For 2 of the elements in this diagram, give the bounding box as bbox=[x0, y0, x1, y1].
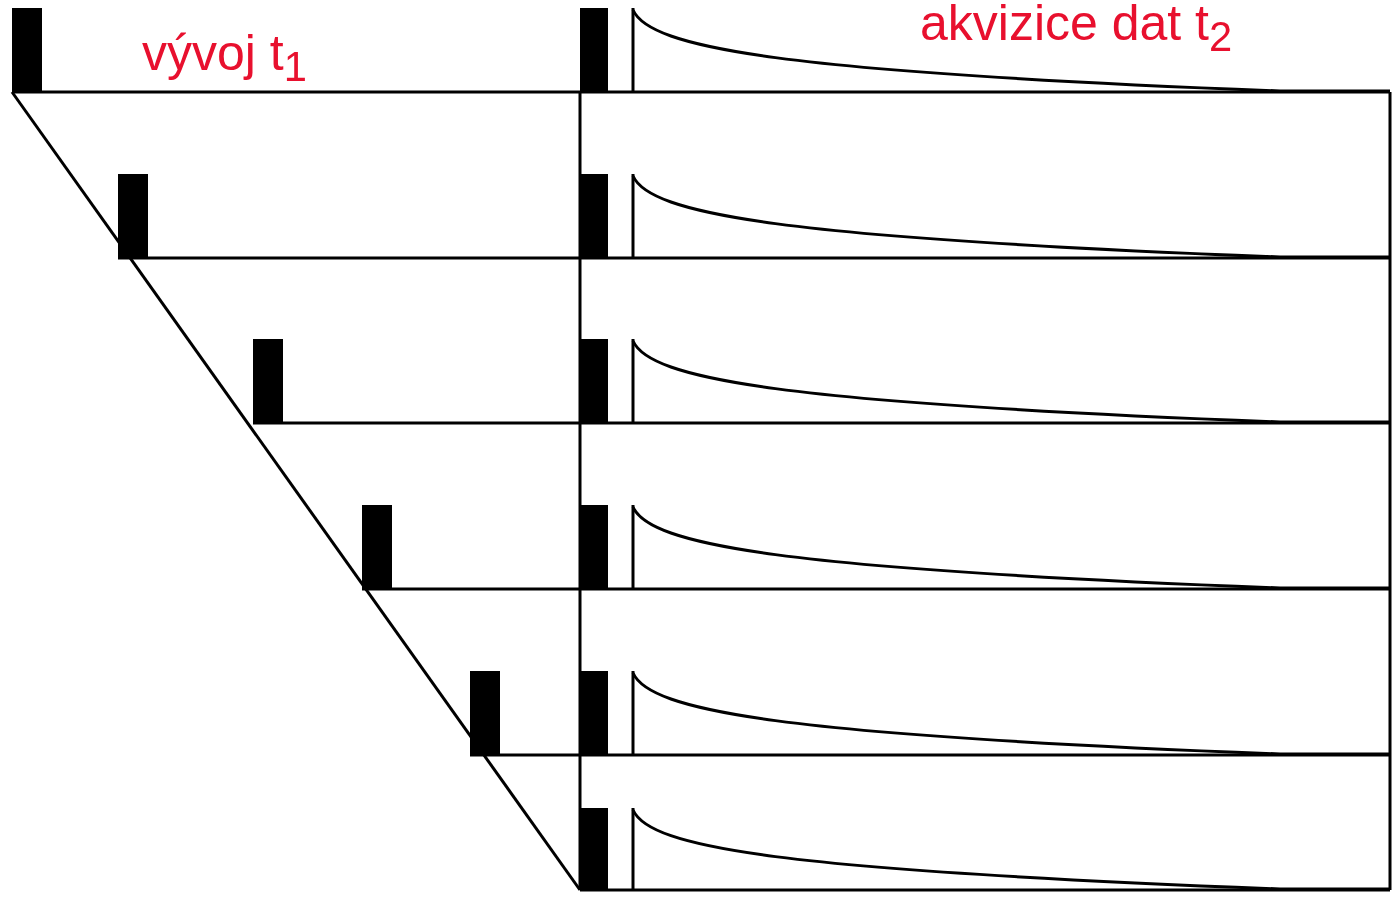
period-label: vývoj t$_{1}$ bbox=[142, 28, 307, 88]
period-label: akvizice dat t$_{2}$ bbox=[920, 0, 1233, 58]
